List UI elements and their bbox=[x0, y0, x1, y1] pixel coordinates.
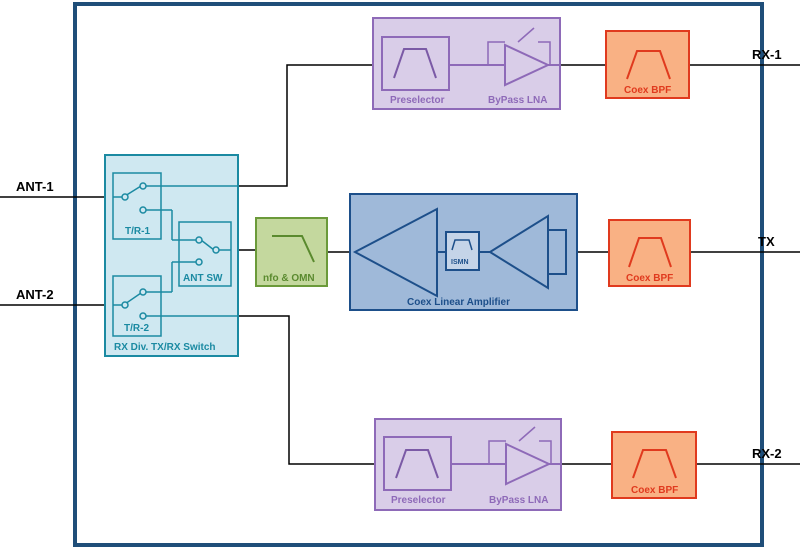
rx2-bpf-label: Coex BPF bbox=[631, 485, 678, 496]
rx-div-switch-block: T/R-1 T/R-2 ANT SW RX Div. TX/RX Switch bbox=[104, 154, 239, 357]
rx1-bpf-label: Coex BPF bbox=[624, 85, 671, 96]
ismn-block bbox=[445, 231, 480, 271]
module-frame bbox=[73, 2, 764, 547]
port-rx1-label: RX-1 bbox=[752, 47, 782, 62]
coex-linear-amplifier-block: ISMN Coex Linear Amplifier bbox=[349, 193, 578, 311]
port-ant2-label: ANT-2 bbox=[16, 287, 54, 302]
rx2-lna-label: ByPass LNA bbox=[489, 495, 548, 506]
rx2-preselector-block bbox=[383, 436, 452, 491]
tx-bpf-label: Coex BPF bbox=[626, 273, 673, 284]
tr2-label: T/R-2 bbox=[124, 323, 149, 334]
rx1-lna-label: ByPass LNA bbox=[488, 95, 547, 106]
omn-block: nfo & OMN bbox=[255, 217, 328, 287]
rx1-preselector-block bbox=[381, 36, 450, 91]
rx1-preselector-label: Preselector bbox=[390, 95, 445, 106]
omn-label: nfo & OMN bbox=[263, 273, 315, 284]
port-rx2-label: RX-2 bbox=[752, 446, 782, 461]
tr2-switch bbox=[112, 275, 162, 337]
tx-coex-bpf-block: Coex BPF bbox=[608, 219, 691, 287]
rx1-coex-bpf-block bbox=[605, 30, 690, 99]
rx2-coex-bpf-block bbox=[611, 431, 697, 499]
rx2-chain: Preselector ByPass LNA Coex BPF bbox=[374, 418, 697, 511]
amplifier-label: Coex Linear Amplifier bbox=[407, 297, 510, 308]
signal-wires bbox=[0, 64, 800, 465]
tr1-label: T/R-1 bbox=[125, 226, 150, 237]
rx1-chain: Preselector ByPass LNA Coex BPF bbox=[372, 17, 690, 110]
port-tx-label: TX bbox=[758, 234, 775, 249]
rx2-lna-icon bbox=[505, 442, 552, 486]
port-ant1-label: ANT-1 bbox=[16, 179, 54, 194]
ant-sw-label: ANT SW bbox=[183, 273, 223, 284]
rx2-preselector-label: Preselector bbox=[391, 495, 446, 506]
tr1-switch bbox=[112, 172, 162, 240]
rx1-lna-icon bbox=[504, 43, 551, 87]
ant-sw-switch bbox=[178, 221, 232, 287]
ismn-label: ISMN bbox=[451, 259, 469, 266]
switch-block-title: RX Div. TX/RX Switch bbox=[114, 342, 216, 353]
